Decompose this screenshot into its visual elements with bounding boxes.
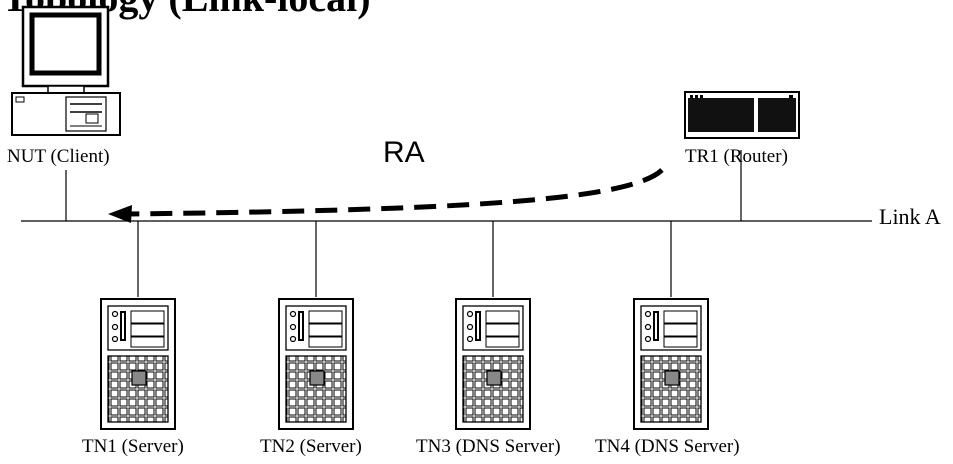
ra-arrow-path [127, 168, 664, 217]
tn3-label: TN3 (DNS Server) [416, 436, 561, 457]
tr1-label: TR1 (Router) [685, 146, 788, 167]
router-icon [684, 91, 800, 139]
tn3-tower-server-icon [455, 298, 531, 430]
nut-label: NUT (Client) [7, 146, 110, 167]
link-a-label: Link A [879, 204, 941, 229]
tn1-tower-server-icon [100, 298, 176, 430]
ra-arrowhead [108, 205, 132, 223]
tn4-tower-server-icon [633, 298, 709, 430]
desktop-computer-icon [11, 5, 121, 136]
tn2-tower-server-icon [278, 298, 354, 430]
ra-message-label: RA [383, 136, 425, 169]
tn4-label: TN4 (DNS Server) [595, 436, 740, 457]
tn2-label: TN2 (Server) [260, 436, 362, 457]
tn1-label: TN1 (Server) [82, 436, 184, 457]
